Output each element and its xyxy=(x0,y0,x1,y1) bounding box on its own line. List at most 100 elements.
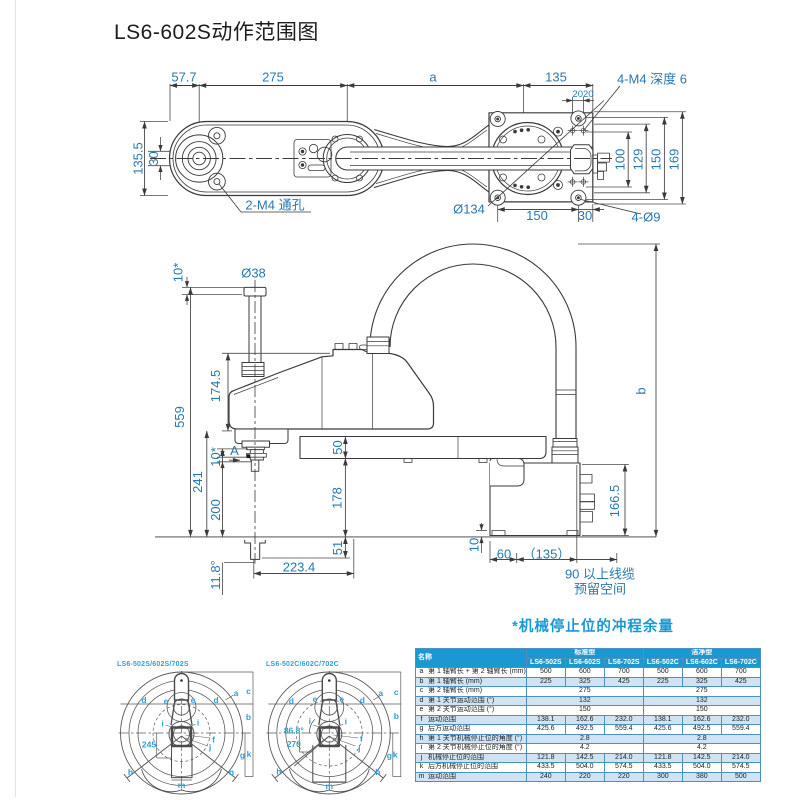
range-label-f: f xyxy=(212,735,215,745)
row-key: h xyxy=(415,733,427,744)
row-key: g xyxy=(415,724,427,735)
range-label-k: k xyxy=(247,749,252,759)
range-label-a: a xyxy=(378,688,383,698)
range-label-f: f xyxy=(360,734,363,744)
cell-value: 433.5 xyxy=(642,762,683,773)
dim-4-dia9: 4-Ø9 xyxy=(632,210,661,225)
dim-135-5: 135.5 xyxy=(131,142,146,175)
dim-50: 50 xyxy=(330,440,345,454)
note-cable-1: 90 以上线缆 xyxy=(565,567,635,582)
dim-b: b xyxy=(634,387,649,394)
table-header-name: 名称 xyxy=(415,648,527,668)
cell-value: 504.0 xyxy=(564,762,605,773)
range-label-i: i xyxy=(197,718,199,728)
cell-value: 4.2 xyxy=(525,743,644,754)
table-model-LS6-702C: LS6-702C xyxy=(720,657,761,668)
dim-129: 129 xyxy=(631,149,646,171)
table-model-LS6-502C: LS6-502C xyxy=(642,657,683,668)
cell-value: 425.6 xyxy=(642,724,683,735)
cell-value: 150 xyxy=(525,705,644,716)
cell-value: 225 xyxy=(525,676,566,687)
cell-value: 325 xyxy=(681,676,722,687)
dim-200: 200 xyxy=(208,499,223,521)
cell-value: 425.6 xyxy=(525,724,566,735)
cell-value: 275 xyxy=(525,686,644,697)
cell-value: 142.5 xyxy=(681,752,722,763)
cell-value: 225 xyxy=(642,676,683,687)
dim-150-v: 150 xyxy=(649,149,664,171)
cell-value: 121.8 xyxy=(525,752,566,763)
range-label-h: h xyxy=(229,767,234,777)
dim-4-m4: 4-M4 深度 6 xyxy=(617,72,687,87)
row-label: 第 1 轴臂长 (mm) xyxy=(427,676,527,687)
cell-value: 600 xyxy=(681,667,722,678)
row-label: 第 2 轴臂长 (mm) xyxy=(427,686,527,697)
range-label-e: e xyxy=(164,696,169,706)
m4-holes xyxy=(567,125,589,187)
cable-tube xyxy=(369,243,577,439)
dim-20-right: 20 xyxy=(583,89,594,100)
range-label-h: h xyxy=(276,767,281,777)
dim-11-8: 11.8° xyxy=(208,560,223,590)
dim-135-par: （135） xyxy=(523,547,571,562)
cell-value: 425 xyxy=(603,676,644,687)
range-label-k: k xyxy=(393,750,398,760)
quill-shaft-top xyxy=(241,286,267,377)
row-label: 机械停止位的范围 xyxy=(427,752,527,763)
base-side xyxy=(489,458,595,537)
range-label-j: j xyxy=(357,743,360,753)
table-model-LS6-702S: LS6-702S xyxy=(603,657,644,668)
range-label-h: h xyxy=(128,767,133,777)
row-label: 第 1 轴臂长 + 第 2 轴臂长 (mm) xyxy=(427,667,527,678)
range-label-e: e xyxy=(312,694,317,704)
cell-value: 700 xyxy=(603,667,644,678)
range-label-245: 245 xyxy=(142,740,156,750)
range-label-c: c xyxy=(394,687,399,697)
range-label-e: e xyxy=(191,695,196,705)
cell-value: 214.0 xyxy=(720,752,761,763)
row-key: j xyxy=(415,752,427,763)
cell-value: 2.8 xyxy=(525,733,644,744)
cell-value: 220 xyxy=(564,771,605,782)
row-key: b xyxy=(415,676,427,687)
row-label: 后方机械停止位的范围 xyxy=(427,762,527,773)
dim-30-quill: 30 xyxy=(146,151,161,165)
range-label-g: g xyxy=(387,751,392,761)
dim-174-5: 174.5 xyxy=(208,370,223,403)
row-label: 运动范围 xyxy=(427,714,527,725)
note-cable-2: 预留空间 xyxy=(574,582,626,597)
row-key: k xyxy=(415,762,427,773)
dim-135: 135 xyxy=(545,70,567,85)
dim-223-4: 223.4 xyxy=(283,560,316,575)
dim-169: 169 xyxy=(667,149,682,171)
dim-10-top: 10* xyxy=(171,263,186,283)
footnote: *机械停止位的冲程余量 xyxy=(512,619,674,635)
range-label-g: g xyxy=(240,750,245,760)
range-label-d: d xyxy=(213,695,218,705)
shaft-hex-boss xyxy=(570,144,610,180)
dim-20-left: 20 xyxy=(572,89,583,100)
cell-value: 559.4 xyxy=(720,724,761,735)
row-label: 第 1 关节机械停止位的角度 (°) xyxy=(427,733,527,744)
range-label-i: i xyxy=(161,719,163,729)
dim-100: 100 xyxy=(613,149,628,171)
range-diagram-title-cleanroom: LS6-502C/602C/702C xyxy=(266,661,339,668)
dim-241: 241 xyxy=(190,471,205,493)
cable-fitting xyxy=(551,438,579,464)
dim-51: 51 xyxy=(330,541,345,555)
dim-166-5: 166.5 xyxy=(607,485,622,518)
range-label-j: j xyxy=(208,742,211,752)
table-group-standard: 标准型 xyxy=(525,648,644,659)
row-key: i xyxy=(415,743,427,754)
